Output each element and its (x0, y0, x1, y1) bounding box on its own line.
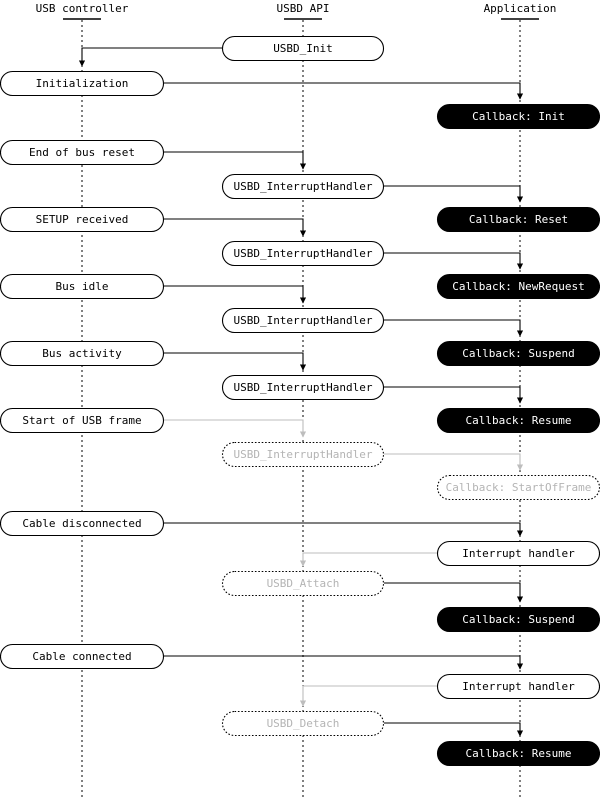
node-cable-disconnected[interactable]: Cable disconnected (0, 510, 165, 537)
node-bus-activity[interactable]: Bus activity (0, 340, 165, 367)
connections-layer (78, 47, 524, 737)
node-label-usbd-detach: USBD_Detach (267, 717, 340, 730)
lifeline-label-usbd-api: USBD API (277, 2, 330, 15)
node-label-usbd-init: USBD_Init (273, 42, 333, 55)
node-label-interrupt-handler-b: Interrupt handler (462, 680, 575, 693)
node-label-cable-disconnected: Cable disconnected (22, 517, 141, 530)
connection-interrupt-handler-2-to-callback-newrequest (384, 252, 524, 270)
connection-interrupt-handler-b-to-usbd-detach (299, 685, 437, 707)
node-interrupt-handler-2[interactable]: USBD_InterruptHandler (221, 240, 385, 267)
node-label-callback-resume-2: Callback: Resume (466, 747, 572, 760)
node-label-interrupt-handler-2: USBD_InterruptHandler (233, 247, 372, 260)
connection-bus-activity-to-interrupt-handler-4 (164, 352, 307, 371)
connection-interrupt-handler-a-to-usbd-attach (299, 552, 437, 567)
node-label-setup-received: SETUP received (36, 213, 129, 226)
lifeline-usbd-api: USBD API (277, 2, 330, 800)
connection-usbd-init-to-initialization (78, 47, 222, 67)
node-callback-resume-1[interactable]: Callback: Resume (436, 407, 600, 434)
node-cable-connected[interactable]: Cable connected (0, 643, 165, 670)
node-callback-startofframe[interactable]: Callback: StartOfFrame (436, 474, 600, 501)
node-label-callback-suspend-1: Callback: Suspend (462, 347, 575, 360)
node-label-bus-idle: Bus idle (56, 280, 109, 293)
node-shape-end-of-bus-reset[interactable] (0, 139, 165, 166)
node-shape-usbd-init[interactable] (221, 35, 385, 62)
node-end-of-bus-reset[interactable]: End of bus reset (0, 139, 165, 166)
node-interrupt-handler-a[interactable]: Interrupt handler (436, 540, 600, 567)
node-shape-usbd-detach[interactable] (221, 710, 385, 737)
node-usbd-attach[interactable]: USBD_Attach (221, 570, 385, 597)
lifeline-label-application: Application (484, 2, 557, 15)
node-shape-interrupt-handler-4[interactable] (221, 374, 385, 401)
node-label-interrupt-handler-3: USBD_InterruptHandler (233, 314, 372, 327)
node-interrupt-handler-5[interactable]: USBD_InterruptHandler (221, 441, 385, 468)
node-label-interrupt-handler-a: Interrupt handler (462, 547, 575, 560)
connection-usbd-detach-to-callback-resume-2 (384, 722, 524, 737)
node-callback-resume-2[interactable]: Callback: Resume (436, 740, 600, 767)
node-label-start-of-usb-frame: Start of USB frame (22, 414, 141, 427)
connection-bus-idle-to-interrupt-handler-3 (164, 285, 307, 304)
node-label-cable-connected: Cable connected (32, 650, 131, 663)
node-interrupt-handler-3[interactable]: USBD_InterruptHandler (221, 307, 385, 334)
node-shape-initialization[interactable] (0, 70, 165, 97)
connection-interrupt-handler-4-to-callback-resume-1 (384, 386, 524, 404)
connection-start-of-usb-frame-to-interrupt-handler-5 (164, 419, 307, 438)
node-label-end-of-bus-reset: End of bus reset (29, 146, 135, 159)
node-shape-cable-connected[interactable] (0, 643, 165, 670)
connection-interrupt-handler-3-to-callback-suspend-1 (384, 319, 524, 337)
node-usbd-init[interactable]: USBD_Init (221, 35, 385, 62)
node-shape-cable-disconnected[interactable] (0, 510, 165, 537)
node-label-initialization: Initialization (36, 77, 129, 90)
node-shape-interrupt-handler-5[interactable] (221, 441, 385, 468)
node-shape-bus-activity[interactable] (0, 340, 165, 367)
connection-usbd-attach-to-callback-suspend-2 (384, 582, 524, 603)
node-label-interrupt-handler-1: USBD_InterruptHandler (233, 180, 372, 193)
node-usbd-detach[interactable]: USBD_Detach (221, 710, 385, 737)
node-shape-bus-idle[interactable] (0, 273, 165, 300)
connection-setup-received-to-interrupt-handler-2 (164, 218, 307, 237)
node-label-callback-newrequest: Callback: NewRequest (452, 280, 584, 293)
node-interrupt-handler-4[interactable]: USBD_InterruptHandler (221, 374, 385, 401)
node-interrupt-handler-1[interactable]: USBD_InterruptHandler (221, 173, 385, 200)
lifeline-label-usb-controller: USB controller (36, 2, 129, 15)
node-callback-newrequest[interactable]: Callback: NewRequest (436, 273, 600, 300)
connection-cable-connected-to-interrupt-handler-b (164, 655, 524, 670)
node-callback-suspend-2[interactable]: Callback: Suspend (436, 606, 600, 633)
node-label-callback-startofframe: Callback: StartOfFrame (446, 481, 592, 494)
node-shape-setup-received[interactable] (0, 206, 165, 233)
connection-end-of-bus-reset-to-interrupt-handler-1 (164, 151, 307, 170)
node-shape-start-of-usb-frame[interactable] (0, 407, 165, 434)
node-callback-init[interactable]: Callback: Init (436, 103, 600, 130)
connection-cable-disconnected-to-interrupt-handler-a (164, 522, 524, 537)
node-label-callback-reset: Callback: Reset (469, 213, 568, 226)
node-start-of-usb-frame[interactable]: Start of USB frame (0, 407, 165, 434)
node-bus-idle[interactable]: Bus idle (0, 273, 165, 300)
node-interrupt-handler-b[interactable]: Interrupt handler (436, 673, 600, 700)
node-label-callback-suspend-2: Callback: Suspend (462, 613, 575, 626)
node-initialization[interactable]: Initialization (0, 70, 165, 97)
node-label-interrupt-handler-4: USBD_InterruptHandler (233, 381, 372, 394)
node-label-callback-resume-1: Callback: Resume (466, 414, 572, 427)
node-callback-suspend-1[interactable]: Callback: Suspend (436, 340, 600, 367)
node-shape-interrupt-handler-2[interactable] (221, 240, 385, 267)
lifeline-usb-controller: USB controller (36, 2, 129, 800)
node-shape-interrupt-handler-1[interactable] (221, 173, 385, 200)
node-callback-reset[interactable]: Callback: Reset (436, 206, 600, 233)
node-shape-interrupt-handler-3[interactable] (221, 307, 385, 334)
node-setup-received[interactable]: SETUP received (0, 206, 165, 233)
node-shape-usbd-attach[interactable] (221, 570, 385, 597)
node-label-interrupt-handler-5: USBD_InterruptHandler (233, 448, 372, 461)
node-label-usbd-attach: USBD_Attach (267, 577, 340, 590)
node-label-bus-activity: Bus activity (42, 347, 122, 360)
connection-interrupt-handler-1-to-callback-reset (384, 185, 524, 203)
connection-initialization-to-callback-init (164, 82, 524, 100)
connection-interrupt-handler-5-to-callback-startofframe (384, 453, 524, 471)
node-label-callback-init: Callback: Init (472, 110, 565, 123)
